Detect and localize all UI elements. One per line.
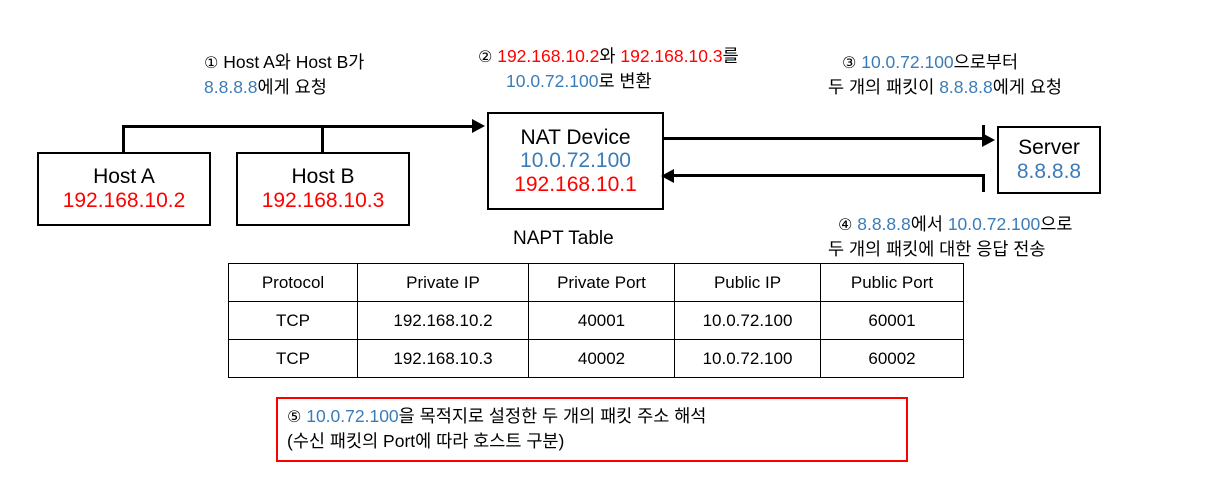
napt-cell-private-ip: 192.168.10.2 [357,301,529,340]
napt-header-public-port: Public Port [820,263,964,302]
step-1-marker: ① [204,53,219,72]
napt-header-private-ip: Private IP [357,263,529,302]
step-1-text-a: Host A와 Host B가 [218,52,365,72]
napt-cell-protocol: TCP [228,339,358,378]
step-5-marker: ⑤ [287,407,302,426]
step-1-text-b: 에게 요청 [257,77,327,97]
annotation-step-3: ③ 10.0.72.100으로부터 두 개의 패킷이 8.8.8.8에게 요청 [828,50,1062,100]
node-server[interactable]: Server 8.8.8.8 [997,126,1101,194]
annotation-step-5: ⑤ 10.0.72.100을 목적지로 설정한 두 개의 패킷 주소 해석 (수… [276,397,908,462]
step-4-marker: ④ [838,215,853,234]
annotation-step-4-line-1: ④ 8.8.8.8에서 10.0.72.100으로 [838,212,1072,237]
annotation-step-4: ④ 8.8.8.8에서 10.0.72.100으로 두 개의 패킷에 대한 응답… [828,212,1072,262]
step-2-text-convert: 로 변환 [598,71,652,91]
connector-server-to-nat-line [672,174,984,177]
annotation-step-1-line-1: ① Host A와 Host B가 [204,50,364,75]
host-a-ip: 192.168.10.2 [62,189,186,212]
connector-server-to-nat-riser [982,174,985,192]
step-2-private-ip-b: 192.168.10.3 [620,46,723,66]
napt-header-protocol: Protocol [228,263,358,302]
connector-hosts-to-nat-line [122,125,474,128]
connector-nat-to-server-line [664,137,984,140]
napt-table-header-row: Protocol Private IP Private Port Public … [228,263,964,302]
napt-table-title: NAPT Table [513,228,614,249]
annotation-step-5-line-1: ⑤ 10.0.72.100을 목적지로 설정한 두 개의 패킷 주소 해석 [287,404,897,429]
host-a-name: Host A [93,165,155,189]
node-nat-device[interactable]: NAT Device 10.0.72.100 192.168.10.1 [487,112,664,210]
napt-cell-private-port: 40001 [528,301,675,340]
napt-cell-private-port: 40002 [528,339,675,378]
server-name: Server [1018,136,1080,160]
napt-cell-public-ip: 10.0.72.100 [674,301,821,340]
annotation-step-3-line-1: ③ 10.0.72.100으로부터 [842,50,1062,75]
step-4-public-ip: 10.0.72.100 [947,214,1041,234]
connector-host-b-riser [321,125,324,153]
napt-cell-public-port: 60001 [820,301,964,340]
step-2-text-mid: 와 [599,46,621,66]
connector-hosts-to-nat-arrowhead [472,119,485,133]
napt-header-private-port: Private Port [528,263,675,302]
annotation-step-4-line-2: 두 개의 패킷에 대한 응답 전송 [828,239,1046,259]
connector-nat-to-server-riser [982,125,985,139]
step-5-public-ip: 10.0.72.100 [306,406,399,426]
node-host-b[interactable]: Host B 192.168.10.3 [236,152,410,226]
step-2-private-ip-a: 192.168.10.2 [497,46,600,66]
step-4-server-ip: 8.8.8.8 [857,214,911,234]
connector-nat-to-server-arrowhead [982,133,995,147]
host-b-ip: 192.168.10.3 [261,189,385,212]
nat-device-public-ip: 10.0.72.100 [520,149,631,173]
annotation-step-3-line-2: 두 개의 패킷이 8.8.8.8에게 요청 [828,75,1062,100]
annotation-step-2-line-2: 10.0.72.100로 변환 [478,69,739,94]
step-3-public-ip: 10.0.72.100 [861,52,954,72]
step-2-text-tail: 를 [722,46,739,66]
connector-server-to-nat-arrowhead [661,169,674,183]
napt-table: Protocol Private IP Private Port Public … [228,263,964,378]
server-ip: 8.8.8.8 [1016,160,1082,183]
connector-host-a-riser [122,125,125,153]
step-3-marker: ③ [842,53,857,72]
step-3-text-from: 으로부터 [953,52,1019,72]
napt-cell-protocol: TCP [228,301,358,340]
step-2-marker: ② [478,47,493,66]
napt-header-public-ip: Public IP [674,263,821,302]
napt-cell-public-ip: 10.0.72.100 [674,339,821,378]
napt-cell-private-ip: 192.168.10.3 [357,339,529,378]
nat-device-private-ip: 192.168.10.1 [514,172,637,196]
annotation-step-1: ① Host A와 Host B가 8.8.8.8에게 요청 [204,50,364,100]
step-5-text-tail: 을 목적지로 설정한 두 개의 패킷 주소 해석 [398,406,707,426]
step-1-server-ip: 8.8.8.8 [204,77,258,97]
step-4-text-mid: 에서 [910,214,948,234]
step-3-text-head: 두 개의 패킷이 [828,77,940,97]
annotation-step-2: ② 192.168.10.2와 192.168.10.3를 10.0.72.10… [478,44,739,94]
annotation-step-5-line-2: (수신 패킷의 Port에 따라 호스트 구분) [287,431,565,451]
napt-table-row: TCP 192.168.10.2 40001 10.0.72.100 60001 [228,301,964,340]
nat-device-name: NAT Device [520,125,631,149]
napt-table-row: TCP 192.168.10.3 40002 10.0.72.100 60002 [228,339,964,378]
napt-cell-public-port: 60002 [820,339,964,378]
step-3-server-ip: 8.8.8.8 [939,77,993,97]
annotation-step-2-line-1: ② 192.168.10.2와 192.168.10.3를 [478,44,739,69]
step-4-text-tail: 으로 [1040,214,1073,234]
annotation-step-1-line-2: 8.8.8.8에게 요청 [204,75,364,100]
host-b-name: Host B [291,165,355,189]
node-host-a[interactable]: Host A 192.168.10.2 [37,152,211,226]
step-3-text-tail: 에게 요청 [992,77,1062,97]
step-2-public-ip: 10.0.72.100 [506,71,599,91]
